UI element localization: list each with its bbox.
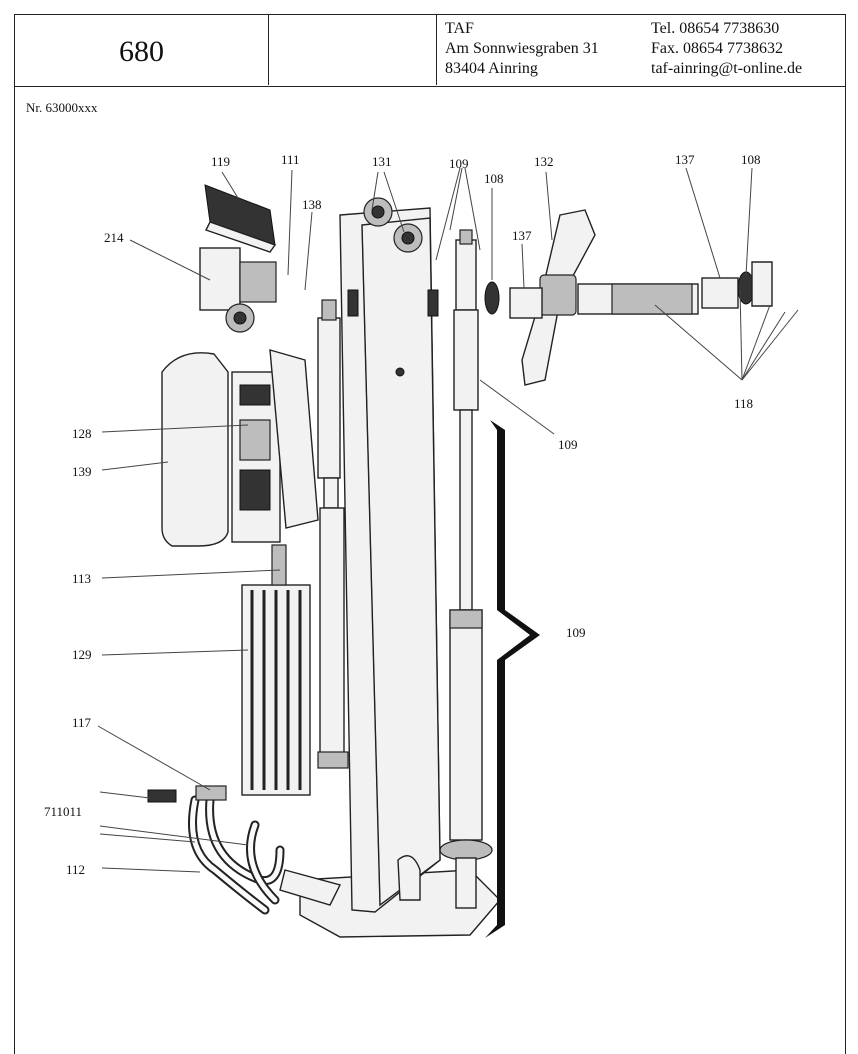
label-137-left: 137 [512,228,532,243]
label-214: 214 [104,230,124,245]
label-131: 131 [372,154,392,169]
label-119: 119 [211,154,230,169]
motor-unit [199,247,277,333]
drawing-frame: 680 TAF Am Sonnwiesgraben 31 83404 Ainri… [14,14,846,1054]
address-cell: TAF Am Sonnwiesgraben 31 83404 Ainring [437,15,645,85]
label-109-bracket: 109 [566,625,586,640]
small-cylinder [317,299,349,769]
drawing-number: 680 [119,35,164,68]
part-labels: 119 111 138 214 131 109 108 132 137 137 … [44,152,761,877]
label-113: 113 [72,571,91,586]
label-117: 117 [72,715,92,730]
label-109-top: 109 [449,156,469,171]
label-111: 111 [281,152,300,167]
battery-pack [241,544,311,796]
postal-city: 83404 Ainring [445,60,538,77]
label-118: 118 [734,396,753,411]
label-108-right: 108 [741,152,761,167]
phone-number: Tel. 08654 7738630 [651,20,780,37]
title-block: 680 TAF Am Sonnwiesgraben 31 83404 Ainri… [15,15,845,87]
base-plate [279,869,501,938]
label-108-left: 108 [484,171,504,186]
fax-number: Fax. 08654 7738632 [651,40,783,57]
blank-cell [269,15,437,85]
hydraulic-cylinder [439,229,493,909]
drawing-number-cell: 680 [15,15,269,85]
leader-lines [97,167,799,873]
main-column [339,207,441,913]
email-address: taf-ainring@t-online.de [651,60,803,77]
label-138: 138 [302,197,322,212]
contact-cell: Tel. 08654 7738630 Fax. 08654 7738632 ta… [645,15,847,85]
pulley-group [363,197,423,253]
article-number: Nr. 63000xxx [26,100,98,115]
label-137-right: 137 [675,152,695,167]
bracket-109 [485,420,540,938]
label-109-middle: 109 [558,437,578,452]
label-132: 132 [534,154,554,169]
label-129: 129 [72,647,92,662]
company-name: TAF [445,20,474,37]
shaft-assembly [484,261,773,319]
label-128: 128 [72,426,92,441]
label-112: 112 [66,862,85,877]
label-139: 139 [72,464,92,479]
control-box [204,184,277,253]
swivel-arm [521,209,596,386]
label-711011: 711011 [44,804,82,819]
hydraulic-hoses [147,785,285,915]
street-address: Am Sonnwiesgraben 31 [445,40,599,57]
housing-cover [161,349,319,547]
